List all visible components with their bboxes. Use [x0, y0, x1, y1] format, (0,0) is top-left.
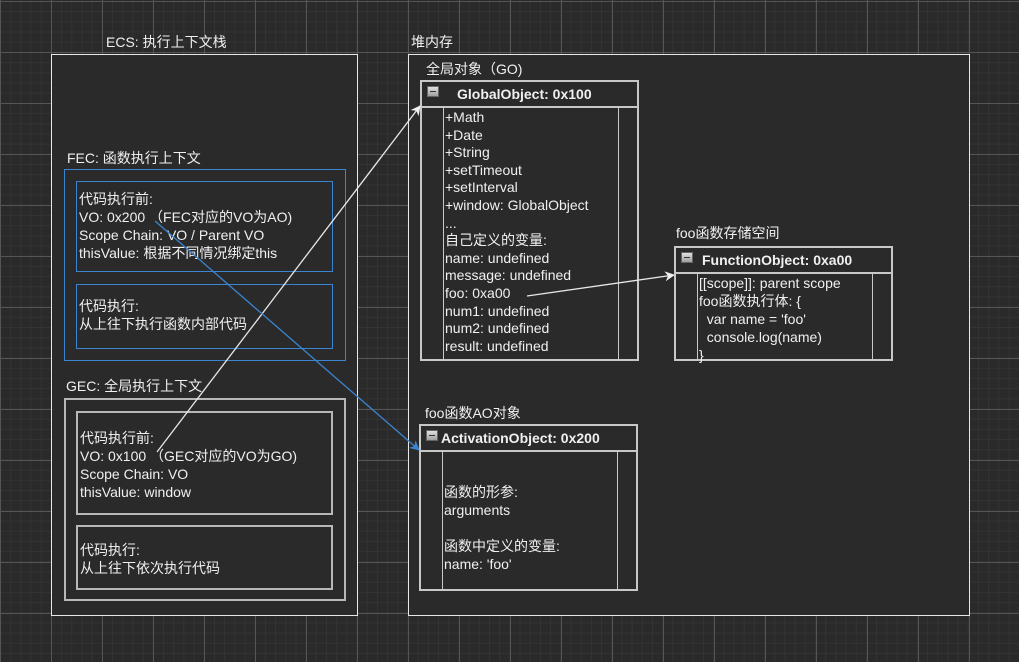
global-object-line: 自己定义的变量: [445, 232, 547, 249]
function-object-header[interactable]: FunctionObject: 0xa00 [676, 248, 891, 274]
heap-title: 堆内存 [411, 34, 453, 50]
activation-object-line: 函数的形参: [444, 484, 518, 500]
function-object-lines: [[scope]]: parent scope foo函数执行体: { var n… [699, 274, 841, 364]
activation-object-line: arguments [444, 502, 511, 518]
fec-exec-text: 代码执行: 从上往下执行函数内部代码 [79, 298, 247, 332]
fec-before-box[interactable]: 代码执行前: VO: 0x200 （FEC对应的VO为AO) Scope Cha… [76, 181, 333, 272]
collapse-icon[interactable] [426, 430, 438, 441]
fec-exec-box[interactable]: 代码执行: 从上往下执行函数内部代码 [76, 284, 333, 349]
global-object-line: +setTimeout [445, 161, 522, 178]
gec-title: GEC: 全局执行上下文 [66, 378, 203, 394]
ecs-title: ECS: 执行上下文栈 [106, 34, 227, 50]
global-object-line: +Math [445, 109, 485, 125]
activation-object-lines: 函数的形参: arguments 函数中定义的变量: name: 'foo' [444, 465, 560, 573]
collapse-icon[interactable] [427, 86, 439, 97]
go-label: 全局对象（GO) [426, 61, 523, 77]
activation-object-line: name: 'foo' [444, 556, 512, 572]
function-object-line: [[scope]]: parent scope [699, 275, 841, 291]
global-object-line: +setInterval [445, 179, 518, 196]
global-object-line: +window: GlobalObject [445, 196, 589, 213]
global-object-line: num1: undefined [445, 302, 550, 319]
global-object-line: num2: undefined [445, 320, 550, 337]
gec-exec-box[interactable]: 代码执行: 从上往下依次执行代码 [76, 525, 333, 590]
function-object-body: [[scope]]: parent scope foo函数执行体: { var n… [697, 274, 873, 363]
global-object-line: foo: 0xa00 [445, 284, 511, 301]
global-object-line: +Date [445, 126, 483, 143]
activation-object-line: 函数中定义的变量: [444, 538, 560, 554]
function-object-line: foo函数执行体: { [699, 293, 801, 309]
global-object-body: +Math+Date+String+setTimeout+setInterval… [443, 108, 619, 359]
gec-before-text: 代码执行前: VO: 0x100 （GEC对应的VO为GO) Scope Cha… [80, 430, 298, 500]
ao-label: foo函数AO对象 [425, 405, 521, 421]
function-object-line: } [699, 347, 704, 363]
activation-object-title: ActivationObject: 0x200 [441, 430, 600, 446]
activation-object-body: 函数的形参: arguments 函数中定义的变量: name: 'foo' [442, 452, 618, 589]
global-object-header[interactable]: GlobalObject: 0x100 [422, 82, 637, 108]
fec-title: FEC: 函数执行上下文 [67, 150, 201, 166]
global-object-line: name: undefined [445, 249, 550, 266]
global-object-title: GlobalObject: 0x100 [457, 86, 592, 102]
collapse-icon[interactable] [681, 252, 693, 263]
global-object-line: result: undefined [445, 337, 549, 354]
activation-object-header[interactable]: ActivationObject: 0x200 [421, 426, 636, 452]
function-object-box[interactable]: FunctionObject: 0xa00 [[scope]]: parent … [674, 246, 893, 363]
fo-label: foo函数存储空间 [676, 225, 780, 241]
function-object-line: var name = 'foo' [699, 311, 806, 327]
global-object-box[interactable]: GlobalObject: 0x100 +Math+Date+String+se… [420, 80, 639, 361]
activation-object-box[interactable]: ActivationObject: 0x200 函数的形参: arguments … [419, 424, 638, 591]
activation-object-line [444, 519, 560, 537]
gec-exec-text: 代码执行: 从上往下依次执行代码 [80, 542, 220, 576]
function-object-line: console.log(name) [699, 329, 822, 345]
function-object-title: FunctionObject: 0xa00 [702, 252, 853, 268]
global-object-lines: +Math+Date+String+setTimeout+setInterval… [445, 109, 589, 355]
global-object-line: ... [445, 214, 457, 231]
global-object-line: message: undefined [445, 267, 572, 284]
global-object-line: +String [445, 144, 490, 161]
activation-object-line [444, 465, 560, 483]
gec-before-box[interactable]: 代码执行前: VO: 0x100 （GEC对应的VO为GO) Scope Cha… [76, 411, 333, 515]
fec-before-text: 代码执行前: VO: 0x200 （FEC对应的VO为AO) Scope Cha… [79, 191, 293, 261]
